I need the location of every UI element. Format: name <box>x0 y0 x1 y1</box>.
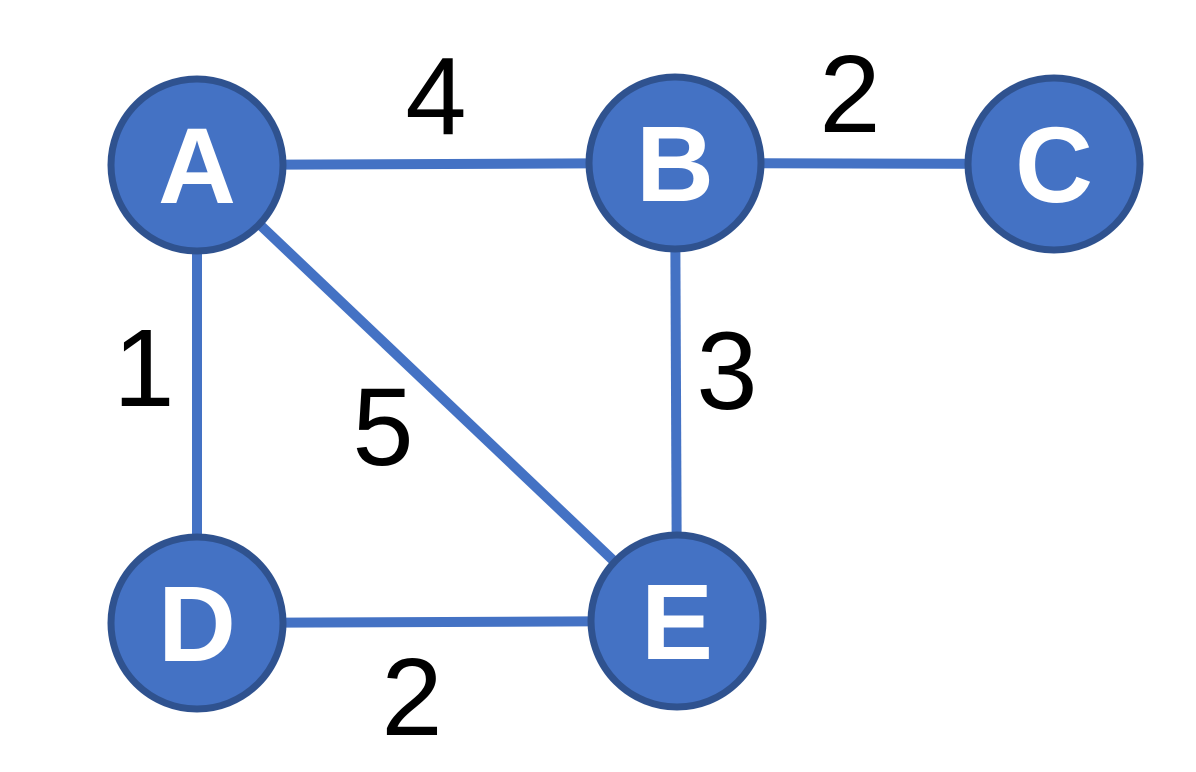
node-D <box>107 533 287 713</box>
node-label-C: C <box>1015 104 1093 225</box>
node-C <box>964 74 1144 254</box>
node-label-A: A <box>158 105 236 226</box>
node-label-B: B <box>636 103 714 224</box>
node-A <box>107 75 287 255</box>
node-label-D: D <box>158 563 236 684</box>
node-label-E: E <box>641 561 713 682</box>
edge-weight-D-E: 2 <box>381 636 442 759</box>
node-B <box>585 73 765 253</box>
edge-A-E <box>193 161 681 625</box>
edge-weight-A-D: 1 <box>113 307 174 430</box>
edge-weight-B-E: 3 <box>696 310 757 433</box>
edge-weight-B-C: 2 <box>819 33 880 156</box>
node-E <box>587 531 767 711</box>
edge-weight-A-E: 5 <box>352 366 413 489</box>
edge-weight-A-B: 4 <box>405 35 466 158</box>
